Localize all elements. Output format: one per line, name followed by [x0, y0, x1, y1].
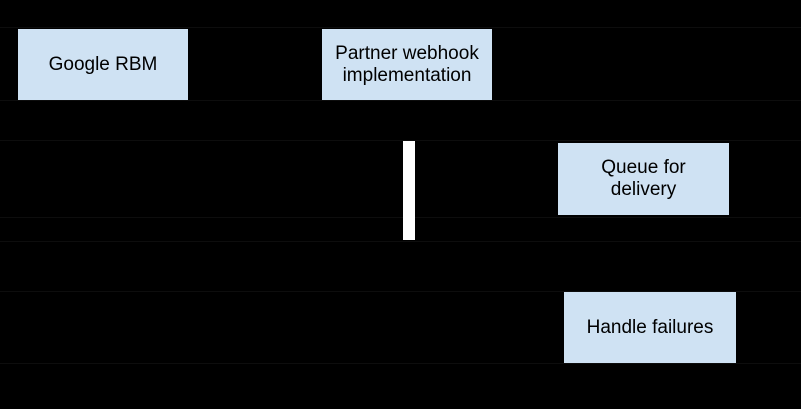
faint-row-line: [0, 363, 801, 364]
node-queue-for-delivery: Queue for delivery: [558, 143, 729, 215]
faint-row-line: [0, 27, 801, 28]
faint-row-line: [0, 140, 801, 141]
faint-row-line: [0, 217, 801, 218]
faint-row-line: [0, 291, 801, 292]
node-label-handle-failures: Handle failures: [586, 316, 714, 338]
faint-row-line: [0, 241, 801, 242]
node-handle-failures: Handle failures: [564, 292, 736, 363]
node-partner-webhook-implementation: Partner webhook implementation: [322, 29, 492, 100]
node-label-queue-for-delivery: Queue for delivery: [601, 157, 686, 200]
node-google-rbm: Google RBM: [18, 29, 188, 100]
activation-bar: [403, 141, 415, 240]
faint-row-line: [0, 100, 801, 101]
node-label-google-rbm: Google RBM: [48, 53, 158, 75]
node-label-partner-webhook-implementation: Partner webhook implementation: [335, 42, 479, 86]
